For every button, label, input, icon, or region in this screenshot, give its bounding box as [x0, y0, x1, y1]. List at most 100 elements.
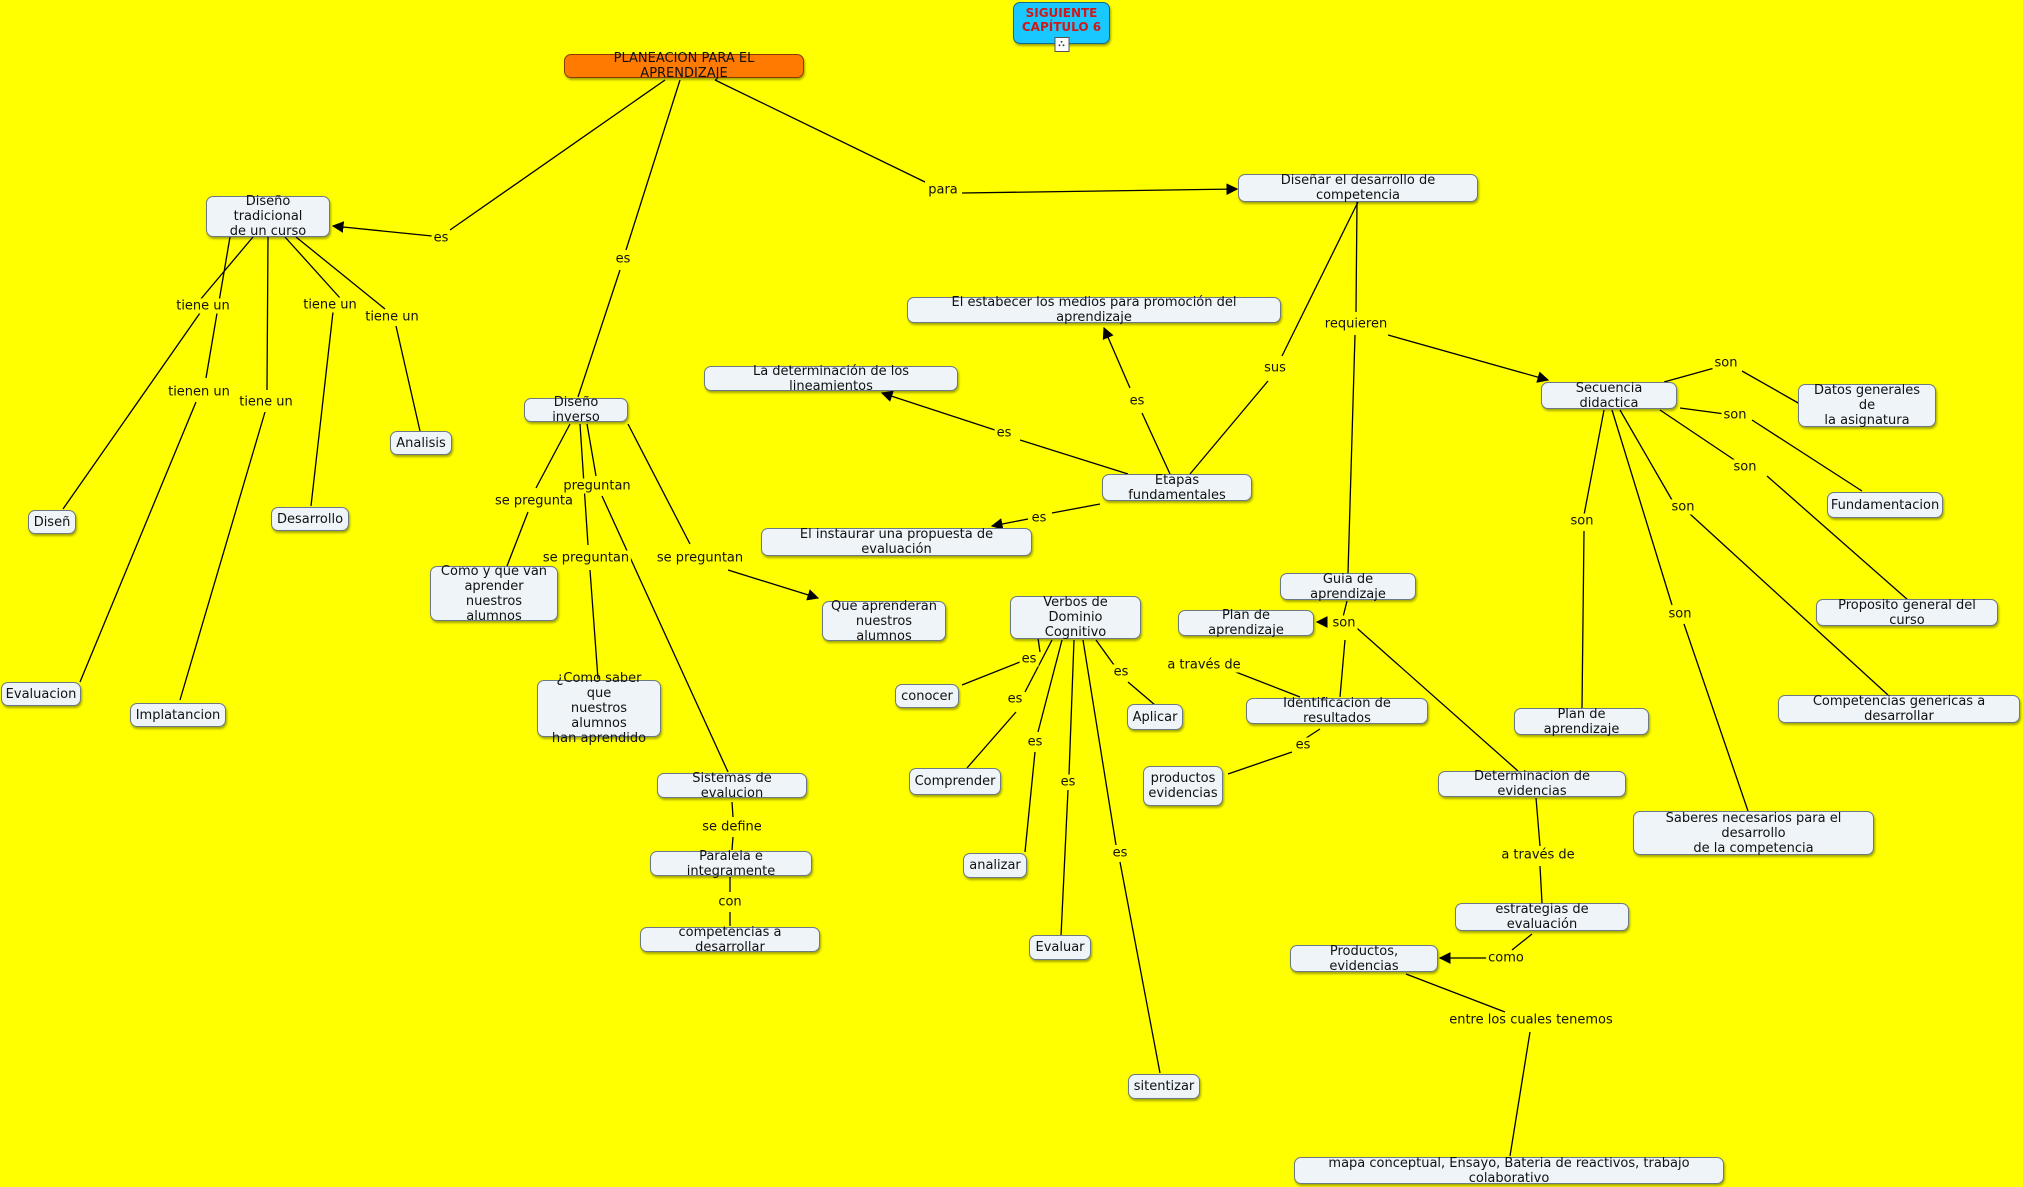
link-label: es — [1058, 774, 1078, 790]
link-label: se define — [700, 819, 764, 835]
link-label: como — [1486, 950, 1526, 966]
sitemap-link-icon[interactable]: ⛬ — [1054, 37, 1069, 52]
node-productos[interactable]: productos evidencias — [1143, 766, 1223, 806]
node-estabecer[interactable]: El estabecer los medios para promoción d… — [907, 295, 1281, 325]
link-label: tiene un — [363, 309, 421, 325]
node-mapa[interactable]: mapa conceptual, Ensayo, Bateria de reac… — [1294, 1156, 1724, 1186]
node-fundamentacion[interactable]: Fundamentacion — [1827, 492, 1943, 518]
link-label: es — [613, 251, 633, 267]
root-node[interactable]: PLANEACION PARA EL APRENDIZAJE — [564, 51, 804, 81]
link-label: es — [1029, 510, 1049, 526]
node-datos[interactable]: Datos generales de la asignatura — [1798, 383, 1936, 428]
node-paralela[interactable]: Paralela e integramente — [650, 848, 812, 879]
link-label: son — [1712, 355, 1740, 371]
node-proposito[interactable]: Proposito general del curso — [1816, 597, 1998, 628]
node-label: conocer — [901, 688, 953, 704]
node-disen[interactable]: Diseñ — [28, 510, 76, 534]
node-label: Etapas fundamentales — [1128, 472, 1226, 503]
node-determinacion[interactable]: Determinacion de evidencias — [1438, 769, 1626, 799]
node-aplicar[interactable]: Aplicar — [1127, 704, 1183, 730]
node-analizar[interactable]: analizar — [963, 853, 1027, 878]
next-chapter-label: SIGUIENTE CAPÍTULO 6 — [1021, 6, 1102, 34]
link-label: requieren — [1322, 316, 1390, 332]
node-label: analizar — [969, 858, 1021, 873]
node-label: sitentizar — [1133, 1079, 1195, 1094]
node-label: Evaluacion — [5, 686, 77, 702]
node-label: Secuencia didactica — [1575, 380, 1643, 411]
node-productos-evidencias[interactable]: Productos, evidencias — [1290, 944, 1438, 974]
link-label: es — [994, 425, 1014, 441]
node-sitentizar[interactable]: sitentizar — [1128, 1074, 1200, 1099]
node-competencias-desarrollar[interactable]: competencias a desarrollar — [640, 925, 820, 955]
node-label: Diseño inverso — [552, 395, 600, 425]
node-label: El estabecer los medios para promoción d… — [951, 295, 1237, 325]
link-label: se preguntan — [654, 550, 746, 566]
node-saberes[interactable]: Saberes necesarios para el desarrollo de… — [1633, 811, 1874, 856]
node-guia[interactable]: Guia de aprendizaje — [1280, 571, 1416, 602]
node-plan-aprendizaje-2[interactable]: Plan de aprendizaje — [1514, 707, 1649, 737]
link-label: tiene un — [174, 298, 232, 314]
link-label: son — [1666, 606, 1694, 622]
link-label: a través de — [1165, 657, 1243, 673]
link-label: es — [1110, 845, 1130, 861]
link-label: se preguntan — [540, 550, 632, 566]
node-label: ¿Como saber que nuestros alumnos han apr… — [551, 671, 647, 746]
link-label: entre los cuales tenemos — [1447, 1012, 1615, 1028]
node-verbos[interactable]: Verbos de Dominio Cognitivo — [1010, 595, 1141, 640]
node-conocer[interactable]: conocer — [895, 684, 959, 708]
node-analisis[interactable]: Analisis — [390, 431, 452, 455]
node-disenar[interactable]: Diseñar el desarrollo de competencia — [1238, 173, 1478, 203]
node-label: Datos generales de la asignatura — [1813, 383, 1921, 428]
node-evaluar[interactable]: Evaluar — [1029, 935, 1091, 960]
node-label: La determinación de los lineamientos — [752, 363, 910, 394]
node-label: Comprender — [914, 774, 996, 789]
node-label: Diseñ — [33, 514, 71, 530]
node-desarrollo[interactable]: Desarrollo — [271, 507, 349, 531]
link-label: es — [1293, 737, 1313, 753]
node-implatancion[interactable]: Implatancion — [130, 703, 226, 727]
node-label: Identificacion de resultados — [1283, 696, 1391, 726]
node-competencias-genericas[interactable]: Competencias genericas a desarrollar — [1778, 694, 2020, 724]
node-como-van[interactable]: Como y que van aprender nuestros alumnos — [430, 564, 558, 624]
node-label: Sistemas de evalucion — [692, 770, 772, 801]
node-lineamientos[interactable]: La determinación de los lineamientos — [704, 363, 958, 394]
node-que-aprenderan[interactable]: Que aprenderan nuestros alumnos — [822, 599, 946, 644]
node-label: Paralela e integramente — [686, 848, 776, 879]
root-label: PLANEACION PARA EL APRENDIZAJE — [613, 51, 755, 81]
node-estrategias[interactable]: estrategias de evaluación — [1455, 902, 1629, 932]
node-plan-aprendizaje-1[interactable]: Plan de aprendizaje — [1178, 608, 1314, 638]
node-label: productos evidencias — [1148, 771, 1218, 801]
node-label: Competencias genericas a desarrollar — [1812, 694, 1986, 724]
node-label: Proposito general del curso — [1838, 597, 1976, 628]
link-label: son — [1669, 499, 1697, 515]
node-label: Diseñar el desarrollo de competencia — [1280, 173, 1436, 203]
link-label: es — [431, 230, 451, 246]
link-label: es — [1005, 691, 1025, 707]
node-comprender[interactable]: Comprender — [909, 768, 1001, 795]
node-label: Desarrollo — [276, 511, 344, 527]
node-label: Diseño tradicional de un curso — [229, 194, 307, 239]
node-label: Implatancion — [135, 707, 221, 723]
link-label: son — [1731, 459, 1759, 475]
node-label: Guia de aprendizaje — [1310, 571, 1386, 602]
link-label: son — [1721, 407, 1749, 423]
node-identificacion[interactable]: Identificacion de resultados — [1246, 696, 1428, 726]
link-label: para — [926, 182, 960, 198]
node-evaluacion[interactable]: Evaluacion — [1, 682, 81, 706]
node-label: Fundamentacion — [1830, 497, 1940, 513]
node-tradicional[interactable]: Diseño tradicional de un curso — [206, 194, 330, 239]
node-etapas[interactable]: Etapas fundamentales — [1102, 472, 1252, 503]
node-inverso[interactable]: Diseño inverso — [524, 395, 628, 425]
link-label: preguntan — [561, 478, 633, 494]
link-label: tiene un — [301, 297, 359, 313]
link-label: son — [1330, 615, 1358, 631]
link-label: sus — [1262, 360, 1288, 376]
node-secuencia[interactable]: Secuencia didactica — [1541, 380, 1677, 411]
next-chapter-button[interactable]: SIGUIENTE CAPÍTULO 6 ⛬ — [1013, 2, 1110, 52]
link-label: con — [716, 894, 744, 910]
node-instaurar[interactable]: El instaurar una propuesta de evaluación — [761, 527, 1032, 557]
node-sistemas[interactable]: Sistemas de evalucion — [657, 770, 807, 801]
node-como-saber[interactable]: ¿Como saber que nuestros alumnos han apr… — [537, 671, 661, 746]
